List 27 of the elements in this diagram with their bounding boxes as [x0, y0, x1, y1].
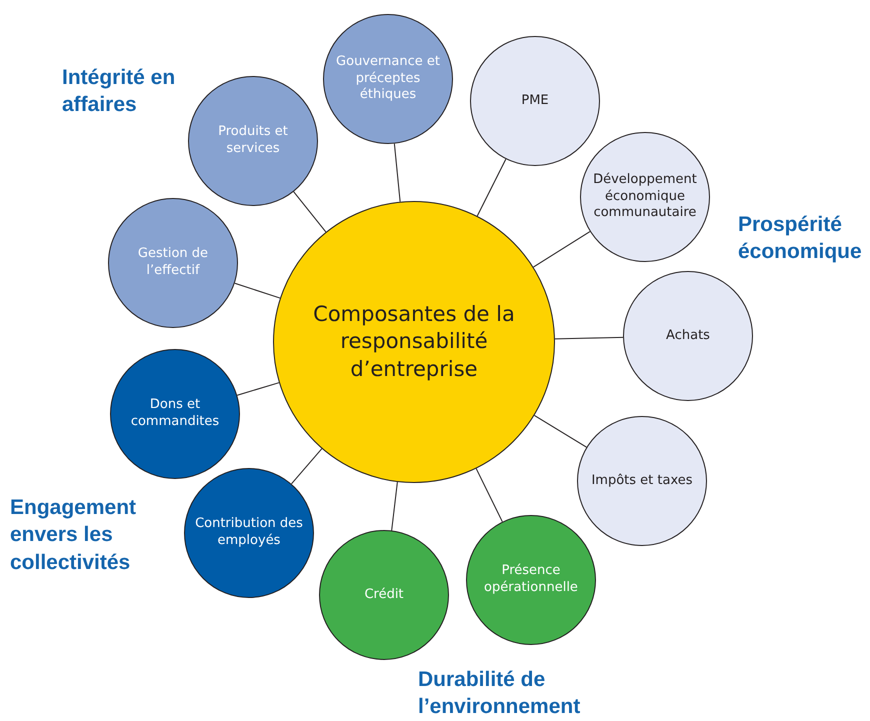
- circle-label: Dons et commandites: [130, 397, 220, 431]
- connector-line: [291, 448, 322, 484]
- connector-line: [554, 336, 624, 340]
- circle-label: PME: [520, 92, 550, 110]
- category-heading: Durabilité de l’environnement: [418, 667, 582, 720]
- circle-label: Gestion de l’effectif: [136, 246, 210, 280]
- connector-line: [234, 282, 281, 299]
- circle-label: Crédit: [363, 586, 405, 604]
- connector-line: [534, 414, 587, 448]
- circle-label: Contribution des employés: [194, 516, 304, 550]
- connector-line: [476, 468, 503, 522]
- connector-line: [476, 158, 506, 216]
- category-heading: Engagement envers les collectivités: [10, 495, 138, 576]
- circle-label: Achats: [665, 328, 711, 344]
- connector-line: [391, 482, 398, 531]
- circle-label: Produits et services: [217, 124, 289, 158]
- connector-line: [532, 231, 590, 268]
- circle-label: Gouvernance et préceptes éthiques: [335, 54, 441, 104]
- connector-line: [236, 382, 280, 396]
- circle-label: Composantes de la responsabilité d’entreprise: [312, 301, 516, 383]
- category-heading: Prospérité économique: [738, 212, 863, 266]
- circle-label: Développement économique communautaire: [592, 172, 698, 222]
- circle-label: Présence opérationnelle: [483, 563, 579, 597]
- category-heading: Intégrité en affaires: [62, 65, 176, 118]
- circle-label: Impôts et taxes: [590, 472, 694, 490]
- connector-line: [293, 191, 326, 232]
- connector-line: [394, 143, 401, 202]
